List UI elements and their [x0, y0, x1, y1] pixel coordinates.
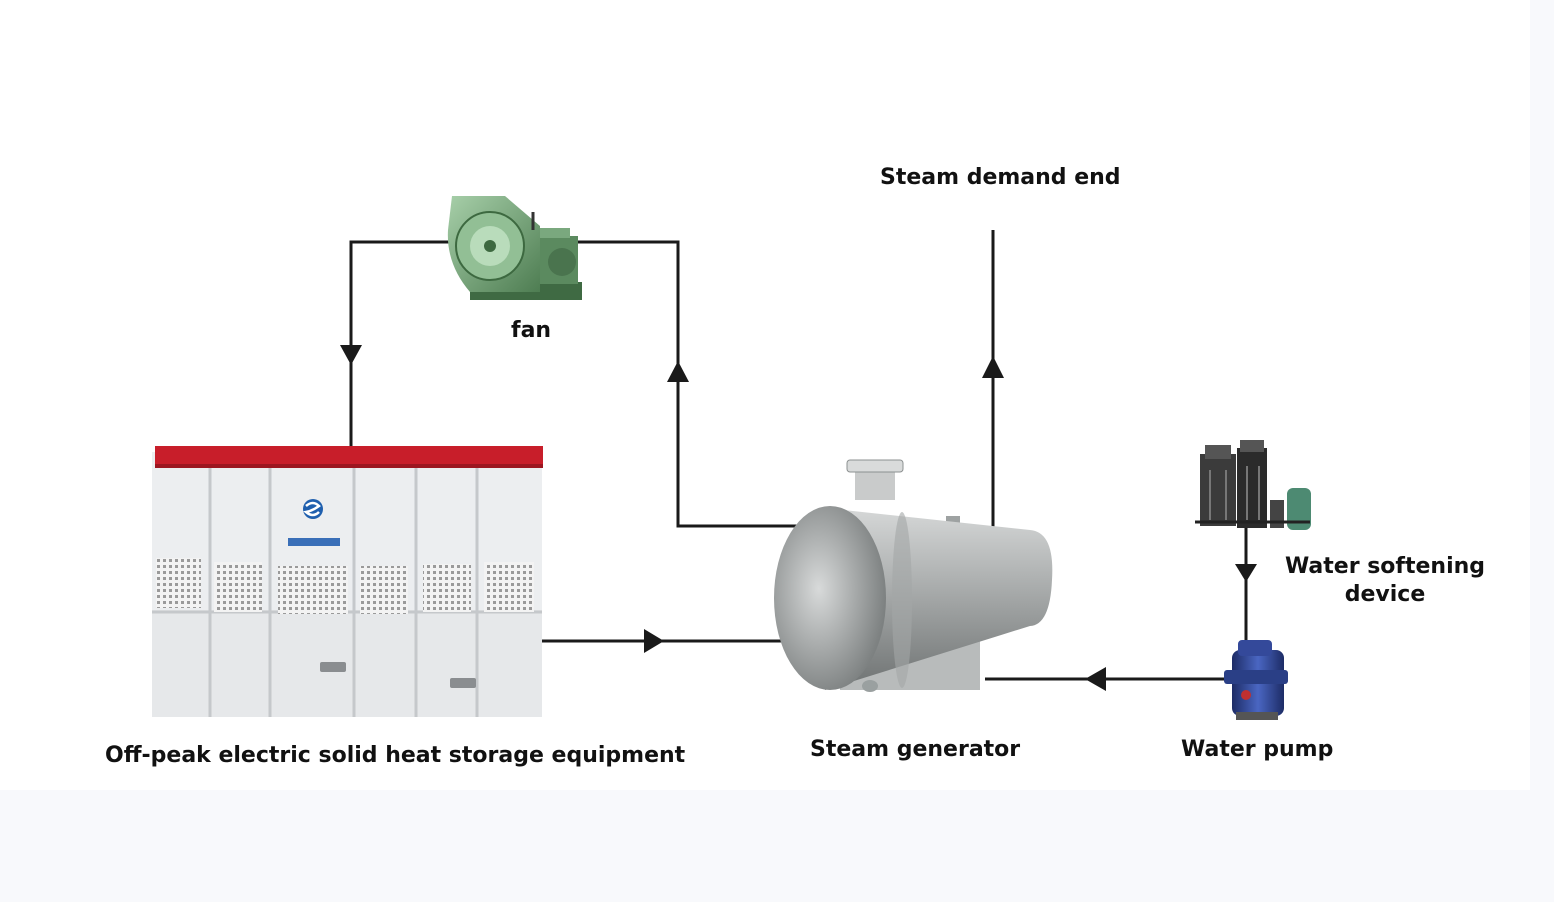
- flow-arrow-icon: [340, 345, 362, 365]
- flow-arrow-icon: [644, 629, 664, 653]
- water-pump-icon: [1224, 640, 1288, 720]
- steam-demand-end-label: Steam demand end: [880, 165, 1121, 190]
- pipes: [349, 230, 1248, 681]
- steam-generator-label: Steam generator: [810, 737, 1021, 762]
- heat-storage-icon: [152, 446, 543, 717]
- water-softening-label-line2: device: [1344, 582, 1426, 607]
- heat-storage-label: Off-peak electric solid heat storage equ…: [105, 743, 686, 768]
- diagram-canvas: fan Steam demand end Off-peak electric s…: [105, 165, 1490, 768]
- water-softener-icon: [1195, 440, 1311, 530]
- flow-arrow-icon: [667, 361, 689, 382]
- fan-label: fan: [511, 318, 552, 343]
- fan-icon: [447, 196, 582, 300]
- water-softening-label-line1: Water softening: [1284, 554, 1486, 579]
- pipe-generator-to-fan: [560, 240, 800, 528]
- water-softening-label: Water softening device: [1280, 553, 1490, 609]
- process-flow-diagram: [152, 196, 1311, 720]
- flow-arrow-icon: [1085, 667, 1106, 691]
- water-pump-label: Water pump: [1181, 737, 1334, 762]
- flow-arrows: [340, 345, 1257, 691]
- flow-arrow-icon: [982, 356, 1004, 378]
- flow-arrow-icon: [1235, 564, 1257, 582]
- steam-generator-icon: [774, 459, 1053, 692]
